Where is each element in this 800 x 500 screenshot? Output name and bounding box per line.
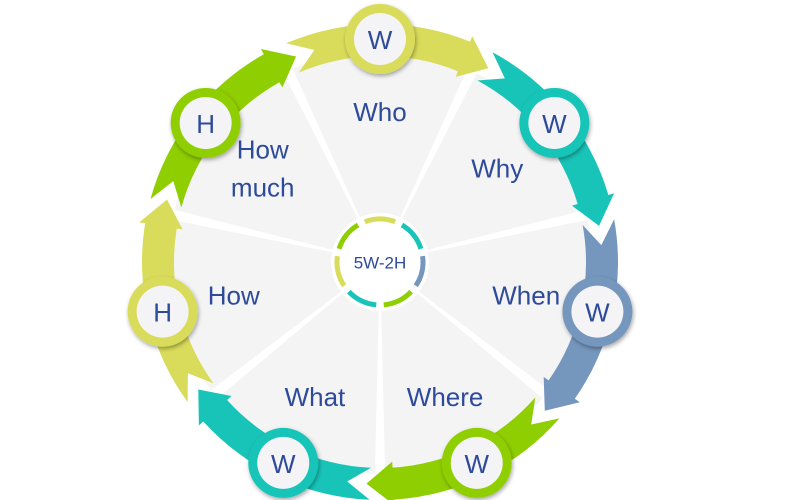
badge-letter: W (542, 109, 567, 139)
badge-layer: W W W W W H H (127, 4, 633, 498)
hub-arc (413, 255, 426, 288)
badge: W (248, 427, 319, 498)
badge-inner (257, 436, 310, 489)
badge-inner (136, 285, 189, 338)
center-hub: 5W-2H (333, 215, 427, 309)
center-title: 5W-2H (354, 254, 407, 273)
badge-inner (179, 96, 232, 149)
segment-label-line: How (208, 280, 260, 310)
segment-label-line: What (285, 382, 346, 412)
segment-wedge (419, 219, 592, 391)
badge-inner (528, 96, 581, 149)
hub-arc (400, 222, 424, 250)
segment-label-line: Why (471, 153, 523, 183)
badge: H (127, 276, 198, 347)
segment-label: How (208, 280, 260, 310)
badge: W (345, 4, 415, 74)
badge-letter: W (464, 449, 489, 479)
badge-inner (450, 436, 503, 489)
segment-wedge (174, 73, 358, 250)
badge: H (170, 87, 241, 158)
segment-label: Where (407, 382, 484, 412)
badge: W (441, 427, 512, 498)
segment-label-line: How (237, 134, 289, 164)
segment-label-line: much (231, 172, 295, 202)
center-hub-ring (334, 216, 426, 308)
segment-label-line: When (492, 280, 560, 310)
badge: W (519, 87, 590, 158)
badge-letter: W (271, 449, 296, 479)
segment-label-line: Where (407, 382, 484, 412)
segment-wedge (402, 73, 586, 250)
hub-arc (347, 289, 377, 308)
badge: W (562, 276, 633, 347)
badge-letter: H (153, 298, 172, 328)
segment-label: Who (353, 97, 406, 127)
segment-wedge (292, 49, 468, 218)
hub-arc (336, 222, 360, 250)
badge-inner (354, 13, 406, 65)
badge-letter: W (368, 25, 393, 55)
hub-arc (334, 255, 347, 288)
badge-inner (571, 285, 624, 338)
segment-label: How much (231, 134, 295, 202)
badge-letter: W (585, 298, 610, 328)
center-hub-background (333, 215, 427, 309)
segment-label-line: Who (353, 97, 406, 127)
segment-wedge (168, 219, 341, 391)
segment-label: Why (471, 153, 523, 183)
hub-arc (383, 289, 413, 308)
badge-letter: H (196, 109, 215, 139)
segment-label: When (492, 280, 560, 310)
arrow-band (366, 397, 560, 500)
segment-label: What (285, 382, 346, 412)
hub-arc (363, 216, 397, 225)
